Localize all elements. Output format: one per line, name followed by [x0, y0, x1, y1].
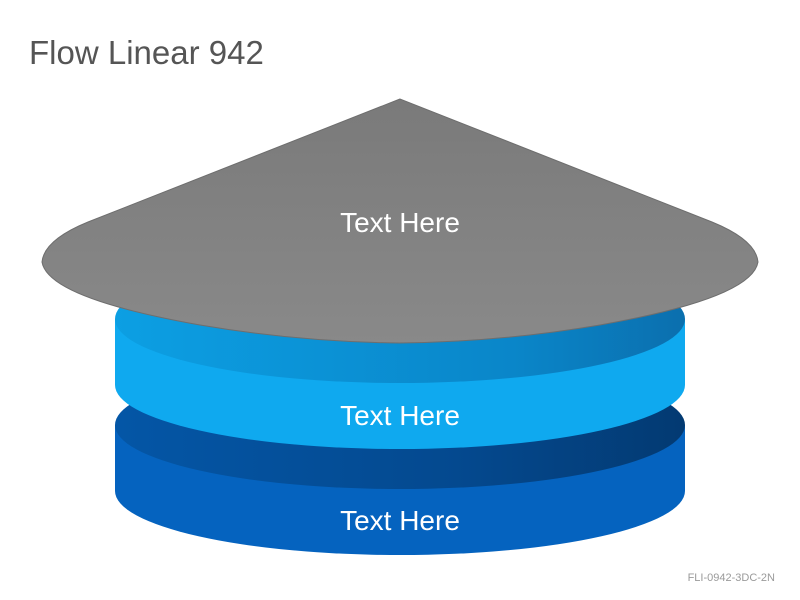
layer-middle-label: Text Here — [340, 400, 460, 431]
layer-top-cone-shape — [41, 98, 759, 344]
footer-code: FLI-0942-3DC-2N — [687, 572, 775, 584]
layer-bottom-label: Text Here — [340, 505, 460, 536]
page-title: Flow Linear 942 — [29, 34, 264, 71]
layer-top-label: Text Here — [340, 207, 460, 238]
layer-top-cone: Text Here — [41, 98, 759, 344]
